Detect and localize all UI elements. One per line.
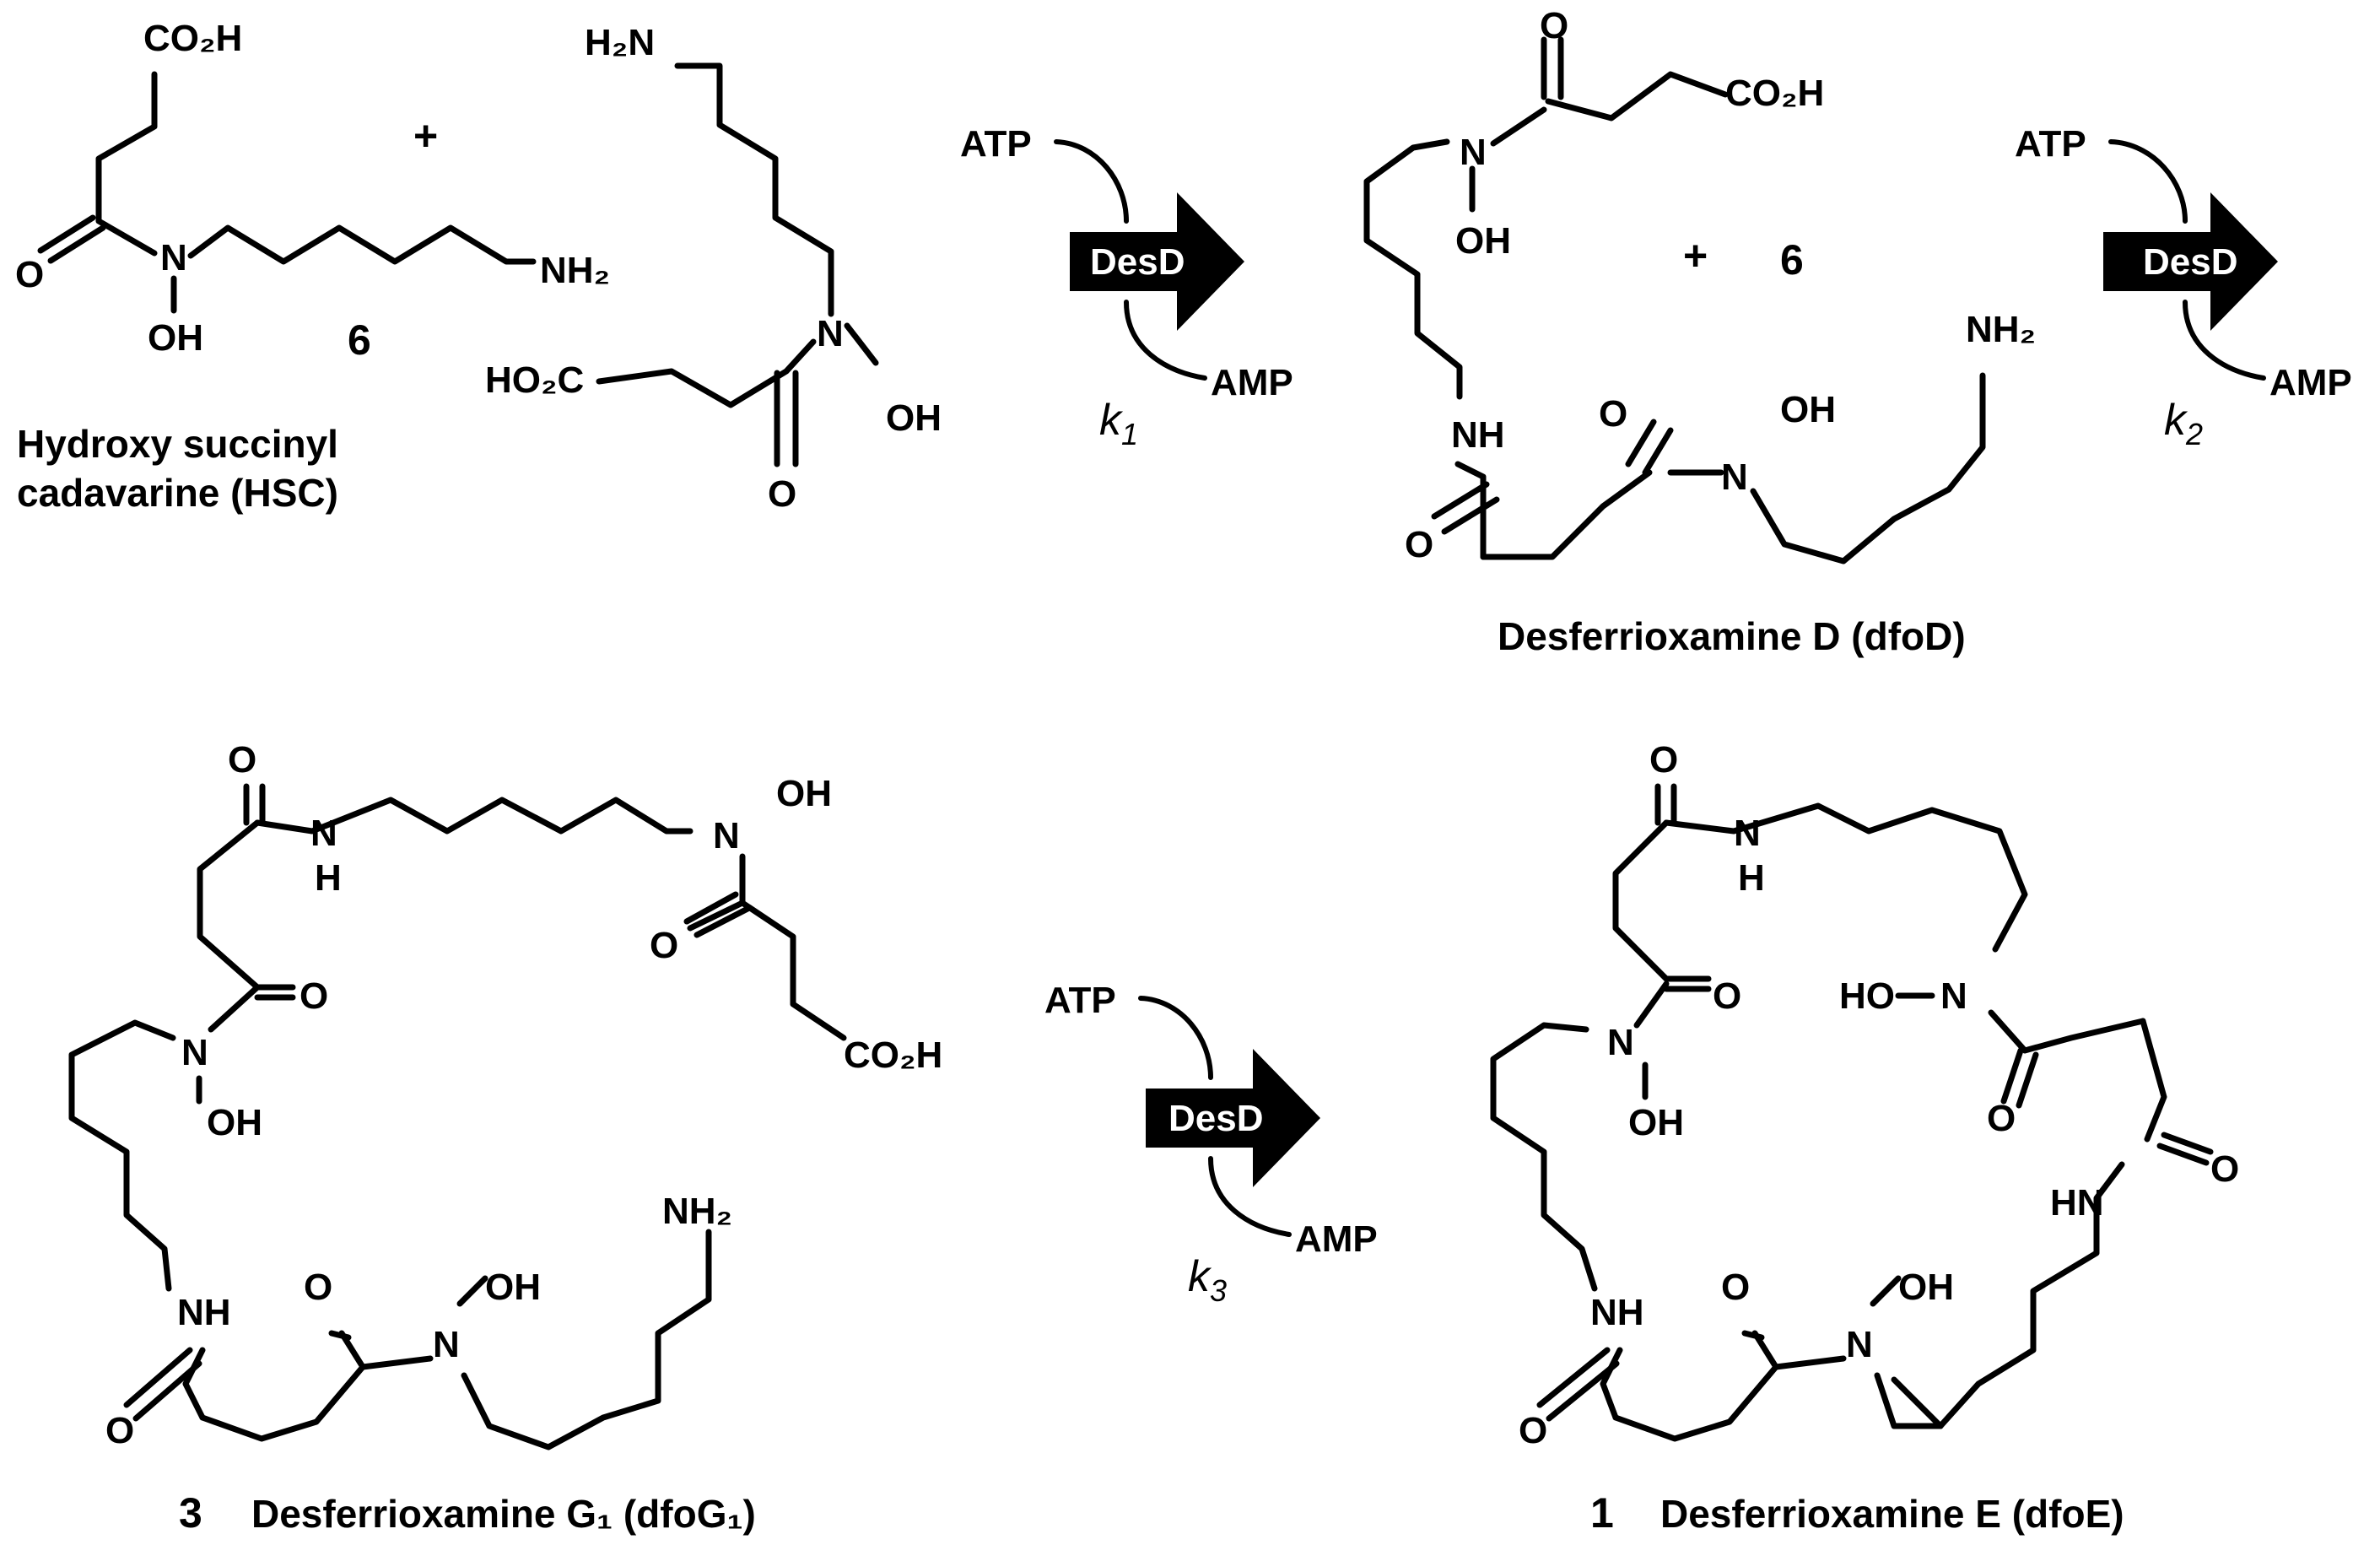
hydroxyl-label: OH xyxy=(886,397,942,439)
hydroxyl-label: OH xyxy=(207,1102,262,1143)
oxygen-label: O xyxy=(1599,393,1627,435)
oxygen-label: O xyxy=(1649,739,1678,781)
nitrogen-label: N xyxy=(1607,1022,1634,1063)
hydroxyl-label: OH xyxy=(1628,1102,1684,1143)
compound-number: 6 xyxy=(1780,236,1804,284)
block-arrow xyxy=(1070,192,1244,331)
enzyme-label: DesD xyxy=(1168,1098,1264,1139)
carboxyl-label: CO₂H xyxy=(844,1035,942,1076)
block-arrow xyxy=(1146,1049,1320,1187)
cofactor-out-arc xyxy=(2183,300,2266,381)
rate-constant: k1 xyxy=(1099,396,1138,451)
enzyme-label: DesD xyxy=(2143,241,2238,283)
oxygen-label: O xyxy=(105,1410,134,1451)
cofactor-in-arc xyxy=(1054,139,1129,224)
compound-number: 6 xyxy=(348,316,371,364)
nitrogen-label: N xyxy=(817,313,844,354)
cofactor-in-arc xyxy=(2108,139,2188,224)
cofactor-in-label: ATP xyxy=(1044,980,1116,1021)
amide-nh-label: NH xyxy=(1451,414,1505,456)
nitrogen-label: N xyxy=(1721,456,1748,498)
dfod-structure: O CO₂H N OH + 6 NH₂ NH O OH N O Desferri… xyxy=(1405,5,2036,658)
dfoe-structure: O N H HO N O N OH O O HN O OH NH N O 1 D… xyxy=(1519,739,2239,1537)
oxygen-label: O xyxy=(228,739,256,781)
reaction-arrow-step3: DesD ATP AMP k3 xyxy=(1044,980,1378,1308)
amide-nh-label: N xyxy=(1734,813,1761,854)
cofactor-out-arc xyxy=(1208,1156,1292,1237)
hydroxyl-label: OH xyxy=(1898,1267,1954,1308)
rate-constant: k3 xyxy=(1188,1252,1227,1308)
amine-label: NH₂ xyxy=(1966,309,2036,350)
amide-h-label: H xyxy=(315,857,342,899)
rate-constant: k2 xyxy=(2164,396,2203,451)
cofactor-out-label: AMP xyxy=(1295,1218,1378,1260)
amine-label: NH₂ xyxy=(662,1191,732,1232)
amide-h-label: H xyxy=(1738,857,1765,899)
nitrogen-label: N xyxy=(1460,132,1487,173)
reaction-arrow-step1: DesD ATP AMP k1 xyxy=(960,123,1293,451)
cofactor-out-label: AMP xyxy=(1211,362,1293,403)
oxygen-label: O xyxy=(768,473,796,515)
compound-name: cadavarine (HSC) xyxy=(17,471,338,515)
hydroxyl-label: HO xyxy=(1839,975,1895,1017)
compound-number: 3 xyxy=(179,1489,202,1537)
oxygen-label: O xyxy=(1540,5,1568,46)
block-arrow xyxy=(2103,192,2278,331)
cofactor-in-label: ATP xyxy=(960,123,1032,165)
oxygen-label: O xyxy=(650,925,678,966)
plus-sign: + xyxy=(413,112,438,159)
oxygen-label: O xyxy=(1713,975,1741,1017)
oxygen-label: O xyxy=(300,975,328,1017)
hydroxyl-label: OH xyxy=(148,317,203,359)
compound-name: Desferrioxamine D (dfoD) xyxy=(1498,614,1966,658)
oxygen-label: O xyxy=(1519,1410,1547,1451)
oxygen-label: O xyxy=(2210,1148,2239,1190)
hydroxyl-label: OH xyxy=(485,1267,541,1308)
nitrogen-label: N xyxy=(160,237,187,278)
nitrogen-label: N xyxy=(1846,1324,1873,1365)
cofactor-in-label: ATP xyxy=(2015,123,2086,165)
hsc-reagent-structure: H₂N HO₂C N OH O xyxy=(485,22,942,515)
amide-nh-label: HN xyxy=(2050,1182,2104,1224)
oxygen-label: O xyxy=(1987,1098,2016,1139)
hydroxyl-label: OH xyxy=(1780,389,1836,430)
carboxyl-label: CO₂H xyxy=(143,18,242,59)
nitrogen-label: N xyxy=(1940,975,1967,1017)
amide-nh-label: NH xyxy=(1590,1292,1644,1333)
carboxyl-label: CO₂H xyxy=(1725,73,1824,114)
cofactor-out-label: AMP xyxy=(2269,362,2352,403)
compound-name: Desferrioxamine G₁ (dfoG₁) xyxy=(251,1492,756,1536)
amide-nh-label: N xyxy=(310,813,337,854)
oxygen-label: O xyxy=(304,1267,332,1308)
compound-number: 1 xyxy=(1590,1489,1614,1537)
dfog1-structure: O N H N OH O O N OH CO₂H NH₂ O OH NH N O… xyxy=(105,739,942,1537)
enzyme-label: DesD xyxy=(1090,241,1185,283)
bond-lines xyxy=(37,36,2214,1450)
cofactor-in-arc xyxy=(1138,996,1213,1080)
oxygen-label: O xyxy=(15,254,44,295)
amine-label: NH₂ xyxy=(540,250,610,291)
nitrogen-label: N xyxy=(433,1324,460,1365)
hydroxyl-label: OH xyxy=(776,773,832,814)
cofactor-out-arc xyxy=(1124,300,1207,381)
reaction-arrow-step2: DesD ATP AMP k2 xyxy=(2015,123,2352,451)
nitrogen-label: N xyxy=(181,1032,208,1073)
oxygen-label: O xyxy=(1721,1267,1750,1308)
compound-name: Desferrioxamine E (dfoE) xyxy=(1660,1492,2124,1536)
amide-nh-label: NH xyxy=(177,1292,231,1333)
plus-sign: + xyxy=(1683,232,1708,279)
hsc-structure: CO₂H O N OH NH₂ 6 Hydroxy succinyl cadav… xyxy=(15,18,610,515)
oxygen-label: O xyxy=(1405,524,1433,565)
carboxyl-label: HO₂C xyxy=(485,359,584,401)
compound-name: Hydroxy succinyl xyxy=(17,422,338,466)
nitrogen-label: N xyxy=(713,815,740,856)
hydroxyl-label: OH xyxy=(1455,220,1511,262)
amine-label: H₂N xyxy=(585,22,655,63)
